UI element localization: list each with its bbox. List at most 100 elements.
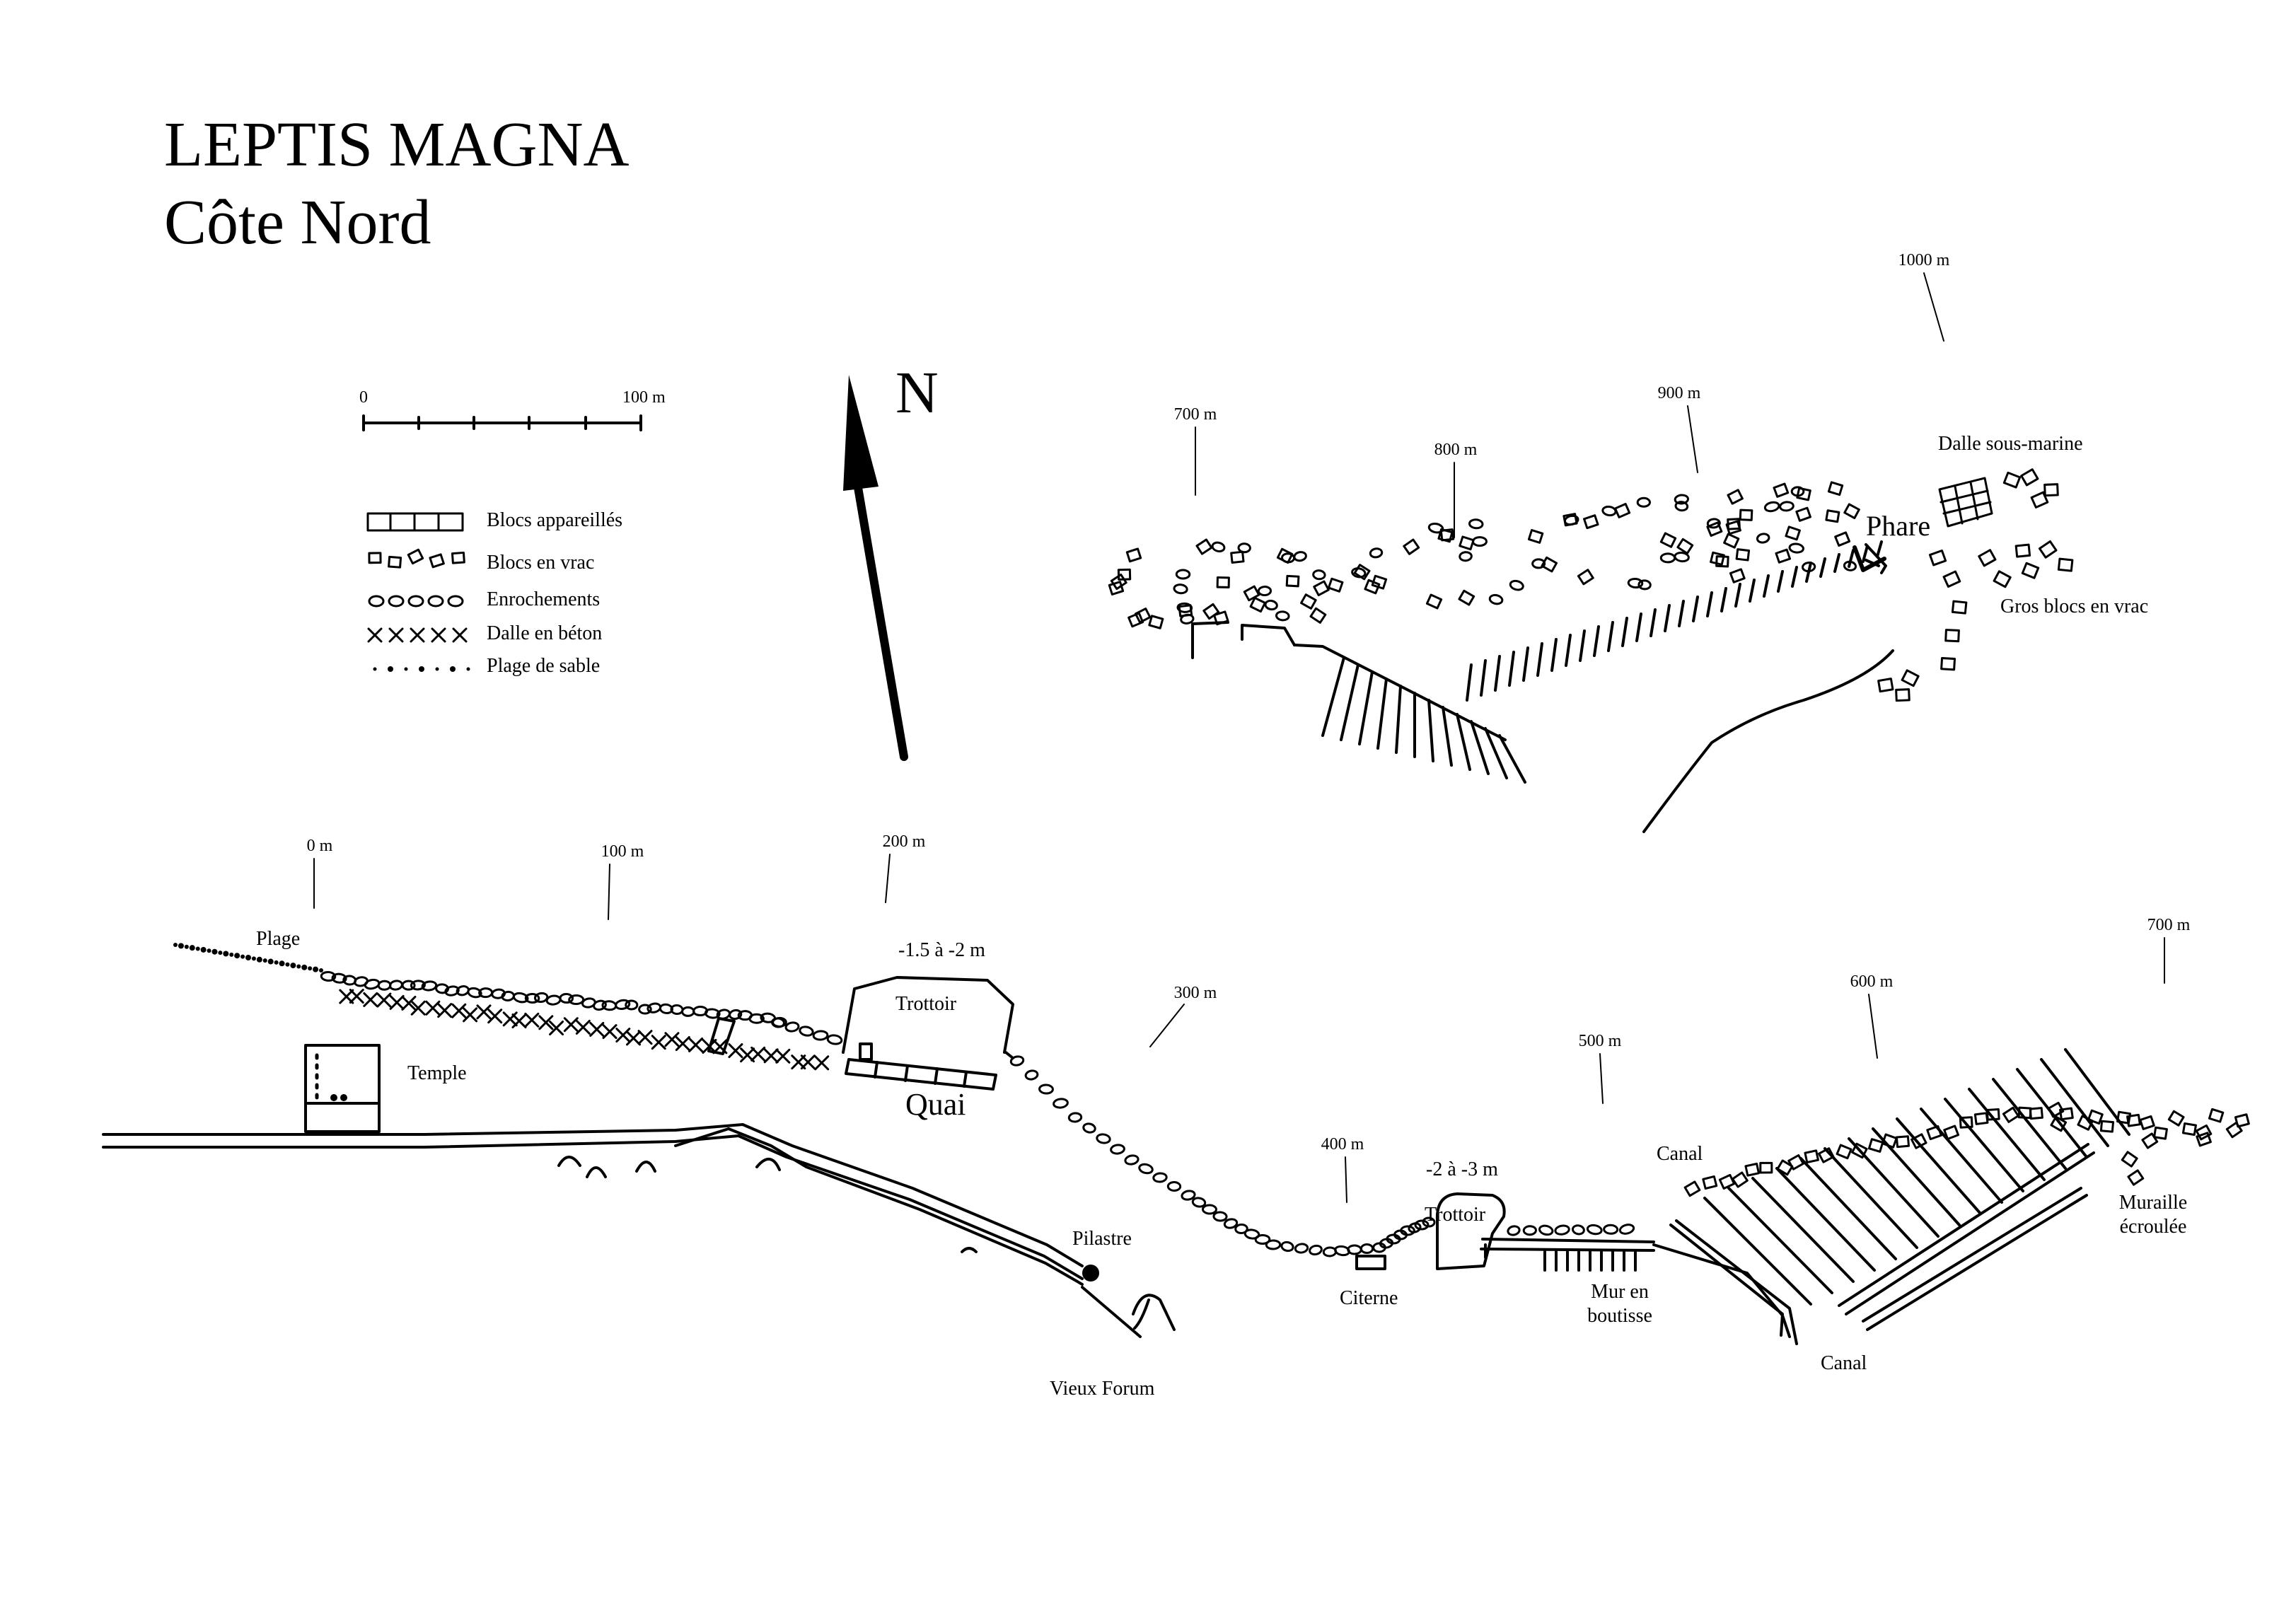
sand-dot bbox=[279, 960, 285, 967]
distance-tick bbox=[885, 854, 891, 903]
riprap-stone bbox=[1024, 1069, 1039, 1081]
concrete-slab-mark bbox=[452, 627, 468, 643]
depth-label: -2 à -3 m bbox=[1426, 1158, 1498, 1180]
riprap-stone bbox=[615, 999, 631, 1011]
hatch-line bbox=[1862, 545, 1869, 563]
hatch-line bbox=[1579, 629, 1586, 662]
riprap-stone bbox=[1459, 551, 1473, 562]
sand-dot bbox=[404, 667, 408, 671]
loose-block bbox=[1901, 669, 1920, 687]
vieux-forum-label: Vieux Forum bbox=[1050, 1378, 1155, 1400]
loose-block bbox=[2225, 1122, 2243, 1139]
hatch-line bbox=[1876, 540, 1883, 558]
trottoir-label: Trottoir bbox=[895, 993, 957, 1015]
loose-block bbox=[1804, 1149, 1819, 1163]
hatch-line bbox=[1824, 1147, 1918, 1249]
concrete-slab-mark bbox=[750, 1046, 766, 1062]
riprap-stone bbox=[1265, 1239, 1282, 1250]
hatch-line bbox=[1848, 549, 1855, 568]
riprap-stone bbox=[771, 1017, 785, 1028]
loose-block bbox=[1437, 528, 1454, 543]
hatch-line bbox=[1944, 1098, 2024, 1192]
riprap-stone bbox=[1152, 1172, 1168, 1183]
citerne-label: Citerne bbox=[1340, 1287, 1398, 1309]
riprap-stone bbox=[1756, 533, 1770, 544]
concrete-slab-mark bbox=[775, 1048, 791, 1064]
loose-block bbox=[1134, 608, 1152, 624]
loose-block bbox=[1895, 1135, 1910, 1149]
riprap-stone bbox=[1351, 567, 1367, 579]
hatch-line bbox=[1734, 583, 1741, 608]
quai-label: Quai bbox=[905, 1087, 966, 1122]
hatch-line bbox=[1727, 1187, 1833, 1294]
hatch-line bbox=[1442, 706, 1453, 767]
riprap-stone bbox=[1009, 1055, 1025, 1067]
distance-ticks bbox=[313, 272, 2165, 1203]
riprap-stone bbox=[1779, 501, 1795, 512]
sand-dot bbox=[178, 943, 184, 949]
riprap-stone bbox=[1400, 1225, 1415, 1236]
legend-cut-blocks-label: Blocs appareillés bbox=[487, 509, 623, 531]
concrete-slab-mark bbox=[800, 1054, 816, 1070]
temple-label: Temple bbox=[407, 1062, 467, 1084]
gros-blocs bbox=[1877, 468, 2074, 702]
riprap-stone bbox=[1312, 569, 1326, 581]
sand-dot bbox=[466, 667, 470, 671]
loose-block bbox=[1940, 656, 1956, 671]
hatch-line bbox=[1635, 612, 1642, 642]
loose-block bbox=[2127, 1169, 2145, 1186]
concrete-slab-mark bbox=[549, 1021, 564, 1036]
distance-tick bbox=[1923, 272, 1944, 342]
riprap-stone bbox=[1538, 1224, 1554, 1236]
sand-dot bbox=[229, 952, 234, 957]
legend-symbol-cut-blocks bbox=[366, 512, 464, 532]
scale-bar bbox=[362, 414, 642, 431]
riprap-stone bbox=[512, 992, 529, 1004]
sand-dot bbox=[200, 946, 207, 953]
loose-block bbox=[1773, 482, 1790, 498]
loose-block bbox=[1895, 688, 1911, 702]
pilastre-label: Pilastre bbox=[1072, 1228, 1132, 1250]
loose-block bbox=[1459, 535, 1475, 551]
loose-block bbox=[1723, 533, 1740, 549]
loose-block bbox=[1843, 503, 1860, 520]
concrete-slab-mark bbox=[388, 627, 404, 643]
riprap-stone bbox=[1176, 602, 1193, 613]
riprap-stone bbox=[1427, 522, 1444, 534]
riprap-stone bbox=[1096, 1133, 1111, 1144]
hatch-line bbox=[1508, 651, 1515, 687]
concrete-slab-mark bbox=[728, 1043, 743, 1059]
riprap-stone bbox=[1571, 1224, 1585, 1236]
loose-block bbox=[2153, 1126, 2168, 1140]
loose-block bbox=[429, 553, 445, 569]
loose-block bbox=[1676, 538, 1694, 554]
sand-dot bbox=[450, 666, 456, 672]
distance-tick bbox=[1345, 1156, 1347, 1203]
loose-block bbox=[1775, 548, 1791, 564]
hatch-line bbox=[1678, 600, 1685, 627]
riprap-stone bbox=[784, 1021, 800, 1033]
sand-dot bbox=[218, 951, 223, 955]
loose-block bbox=[1110, 573, 1127, 591]
concrete-slab-mark bbox=[389, 994, 405, 1010]
concrete-slab-lower bbox=[339, 989, 830, 1071]
riprap-stone bbox=[1586, 1224, 1603, 1236]
loose-block bbox=[2139, 1115, 2155, 1130]
loose-block bbox=[1978, 549, 1997, 567]
concrete-slab-mark bbox=[702, 1038, 717, 1054]
distance-label: 500 m bbox=[1578, 1032, 1622, 1050]
concrete-slab-mark bbox=[437, 1003, 453, 1018]
loose-block bbox=[2121, 1151, 2138, 1168]
riprap-stone bbox=[1166, 1180, 1182, 1192]
loose-block bbox=[2043, 483, 2059, 497]
riprap-stone bbox=[1507, 1225, 1521, 1236]
riprap-stone bbox=[410, 980, 426, 991]
sand-dot bbox=[290, 963, 296, 969]
loose-block bbox=[451, 551, 465, 564]
loose-block bbox=[2014, 543, 2031, 558]
riprap-stone bbox=[1293, 551, 1307, 562]
loose-block bbox=[1216, 576, 1230, 588]
distance-label: 300 m bbox=[1173, 984, 1217, 1002]
hatch-line bbox=[1896, 1117, 1982, 1215]
